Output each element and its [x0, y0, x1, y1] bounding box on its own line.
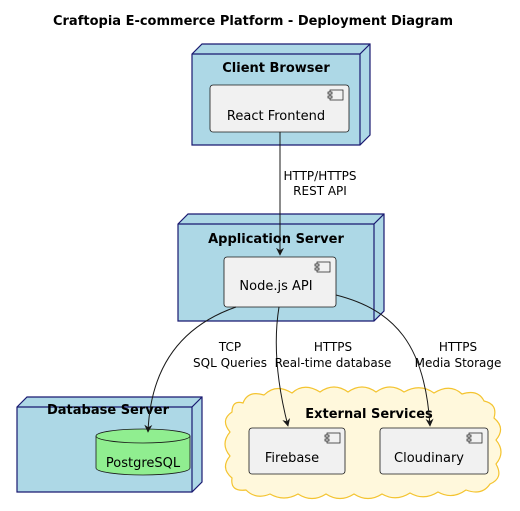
edge-label-rest-api: REST API — [293, 184, 347, 198]
component-icon — [324, 432, 341, 444]
database-label-postgresql: PostgreSQL — [106, 456, 181, 471]
component-label-firebase: Firebase — [265, 451, 319, 466]
node-title-client-browser: Client Browser — [222, 61, 330, 76]
node-title-database-server: Database Server — [47, 403, 170, 418]
component-label-react-frontend: React Frontend — [227, 109, 325, 124]
component-react-frontend[interactable]: React Frontend — [209, 84, 350, 133]
cloud-title-external-services: External Services — [305, 407, 433, 422]
database-postgresql[interactable]: PostgreSQL — [95, 428, 191, 476]
diagram-title: Craftopia E-commerce Platform - Deployme… — [53, 14, 453, 29]
edge-label-http-https: HTTP/HTTPS — [283, 169, 356, 183]
component-label-nodejs-api: Node.js API — [239, 279, 312, 294]
node-title-application-server: Application Server — [208, 232, 344, 247]
edge-label-https-firebase: HTTPS — [314, 340, 352, 354]
edge-frontend-to-api: HTTP/HTTPS REST API — [276, 132, 357, 256]
edge-label-https-cloudinary: HTTPS — [439, 340, 477, 354]
component-icon — [466, 432, 483, 444]
edge-api-to-firebase: HTTPS Real-time database — [275, 306, 392, 427]
edge-api-to-postgresql: TCP SQL Queries — [144, 306, 267, 433]
edge-label-tcp: TCP — [218, 340, 241, 354]
component-label-cloudinary: Cloudinary — [394, 451, 464, 466]
component-icon — [314, 261, 331, 273]
edge-label-real-time-database: Real-time database — [275, 356, 392, 370]
component-nodejs-api[interactable]: Node.js API — [223, 256, 337, 308]
edge-api-to-cloudinary: HTTPS Media Storage — [335, 294, 502, 427]
component-icon — [327, 89, 344, 101]
edge-label-sql-queries: SQL Queries — [193, 356, 267, 370]
edge-label-media-storage: Media Storage — [415, 356, 502, 370]
component-firebase[interactable]: Firebase — [248, 427, 346, 475]
component-cloudinary[interactable]: Cloudinary — [379, 427, 489, 475]
